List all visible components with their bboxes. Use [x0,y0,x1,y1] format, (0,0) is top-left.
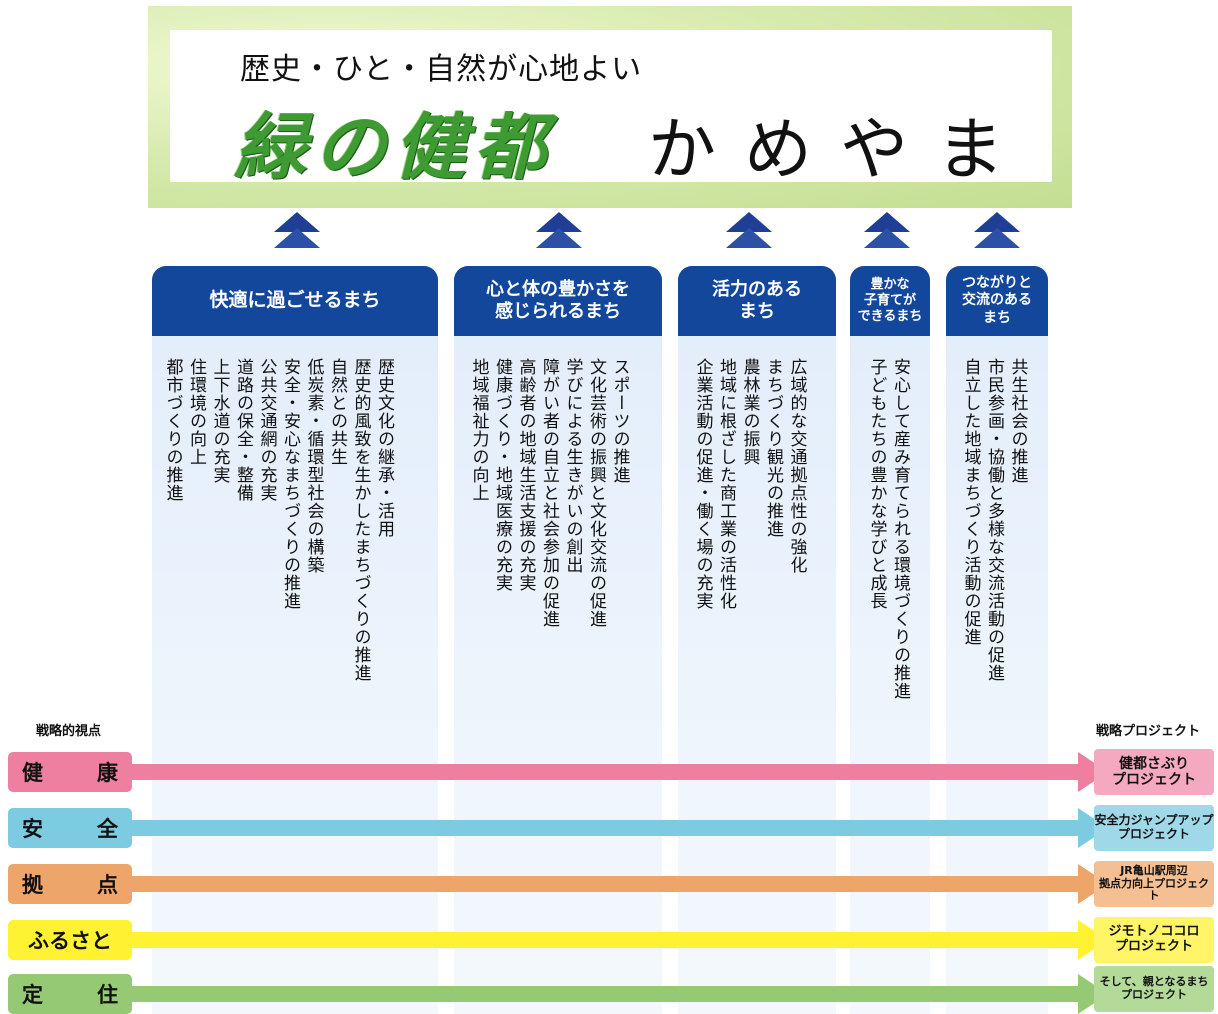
viewpoint-safety: 安全 [8,808,132,848]
list-item: 子どもたちの豊かな学びと成長 [866,358,887,610]
vision-subtitle: 歴史・ひと・自然が心地よい [240,52,643,87]
list-item: 農林業の振興 [739,358,760,466]
list-item: 公共交通網の充実 [256,358,277,502]
viewpoint-hub: 拠点 [8,864,132,904]
list-item: まちづくり観光の推進 [763,358,783,538]
list-item: 住環境の向上 [186,358,206,466]
up-arrow-icon [726,212,772,258]
up-arrow-icon [536,212,582,258]
up-arrow-icon [274,212,320,258]
title-banner: 歴史・ひと・自然が心地よい 緑の健都 かめやま [148,6,1072,208]
list-item: 安全・安心なまちづくりの推進 [280,358,300,610]
project-safety: 安全力ジャンプアップ プロジェクト [1094,805,1214,851]
column-wellbeing-heading: 心と体の豊かさを 感じられるまち [454,266,662,336]
list-item: 広域的な交通拠点性の強化 [786,358,807,574]
viewpoint-hometown: ふるさと [8,920,132,960]
list-item: 自立した地域まちづくり活動の促進 [960,358,981,646]
list-item: 市民参画・協働と多様な交流活動の促進 [984,358,1004,682]
column-comfort-body [152,336,438,1014]
column-childcare-items: 安心して産み育てられる環境づくりの推進 子どもたちの豊かな学びと成長 [864,358,911,758]
column-wellbeing-body [454,336,662,1014]
column-connection-items: 共生社会の推進 市民参画・協働と多様な交流活動の促進 自立した地域まちづくり活動… [958,358,1029,758]
list-item: 道路の保全・整備 [233,358,253,502]
column-childcare-body [850,336,930,1014]
list-item: 都市づくりの推進 [162,358,183,502]
list-item: 地域に根ざした商工業の活性化 [716,358,736,610]
project-settlement: そして、親となるまち プロジェクト [1094,966,1214,1012]
vision-title-kana: かめやま [648,111,1033,190]
column-connection-body [946,336,1048,1014]
list-item: 歴史文化の継承・活用 [374,358,394,538]
viewpoint-health: 健康 [8,752,132,792]
vision-title-kanji: 緑の健都 [234,104,555,189]
list-item: 上下水道の充実 [209,358,230,484]
column-connection-heading: つながりと 交流のある まち [946,266,1048,336]
list-item: 低炭素・循環型社会の構築 [303,358,324,574]
list-item: 学びによる生きがいの創出 [562,358,583,574]
list-item: 地域福祉力の向上 [468,358,489,502]
column-wellbeing-items: スポーツの推進 文化芸術の振興と文化交流の促進 学びによる生きがいの創出 障がい… [466,358,631,758]
viewpoint-settlement: 定住 [8,974,132,1014]
list-item: 障がい者の自立と社会参加の促進 [539,358,559,628]
strategic-project-caption: 戦略プロジェクト [1096,724,1201,739]
column-comfort-heading: 快適に過ごせるまち [152,266,438,336]
list-item: スポーツの推進 [609,358,630,484]
up-arrow-icon [974,212,1020,258]
title-panel: 歴史・ひと・自然が心地よい 緑の健都 かめやま [170,30,1052,190]
up-arrow-icon [864,212,910,258]
list-item: 企業活動の促進・働く場の充実 [692,358,713,610]
column-vitality-heading: 活力のある まち [678,266,836,336]
column-comfort-items: 歴史文化の継承・活用 歴史的風致を生かしたまちづくりの推進 自然との共生 低炭素… [160,358,395,758]
list-item: 高齢者の地域生活支援の充実 [515,358,536,592]
list-item: 共生社会の推進 [1007,358,1028,484]
project-hub: JR亀山駅周辺 拠点力向上プロジェクト [1094,861,1214,907]
list-item: 自然との共生 [327,358,347,466]
list-item: 文化芸術の振興と文化交流の促進 [586,358,606,628]
project-hometown: ジモトノココロ プロジェクト [1094,917,1214,963]
list-item: 健康づくり・地域医療の充実 [492,358,512,592]
list-item: 歴史的風致を生かしたまちづくりの推進 [350,358,371,682]
column-vitality-items: 広域的な交通拠点性の強化 まちづくり観光の推進 農林業の振興 地域に根ざした商工… [690,358,808,758]
column-childcare-heading: 豊かな 子育てが できるまち [850,266,930,336]
strategic-viewpoint-caption: 戦略的視点 [36,724,102,739]
list-item: 安心して産み育てられる環境づくりの推進 [890,358,910,700]
project-health: 健都さぶり プロジェクト [1094,749,1214,795]
column-vitality-body [678,336,836,1014]
